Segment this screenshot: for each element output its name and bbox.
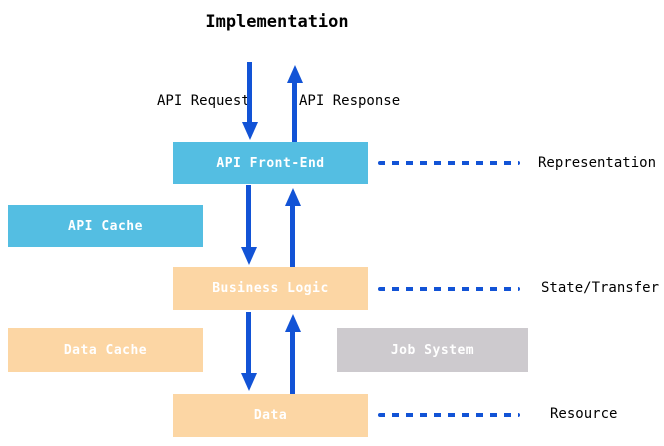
box-label: Business Logic [212, 281, 329, 296]
box-label: API Cache [68, 218, 143, 234]
api-response-label: API Response [299, 93, 401, 109]
logic-to-frontend-arrow-up-icon [285, 188, 301, 267]
box-data: Data [173, 394, 368, 437]
arrow-head [241, 373, 257, 391]
api-request-arrow-down-icon [242, 62, 258, 140]
arrow-shaft [290, 331, 295, 394]
arrow-shaft [290, 205, 295, 267]
box-job-system: Job System [337, 328, 528, 372]
data-to-logic-arrow-up-icon [285, 314, 301, 394]
arrow-head [241, 247, 257, 265]
frontend-to-logic-arrow-down-icon [241, 185, 257, 265]
arrow-head [242, 122, 258, 140]
box-label: Job System [390, 342, 475, 358]
arrow-head [287, 65, 303, 83]
box-api-cache: API Cache [8, 205, 203, 247]
arrow-shaft [247, 62, 252, 123]
box-label: Data [253, 408, 288, 423]
arrow-shaft [292, 82, 297, 142]
dashed-connector-resource [378, 413, 520, 417]
box-label: API Front-End [216, 155, 325, 171]
box-data-cache: Data Cache [8, 328, 203, 372]
dashed-connector-state-transfer [378, 287, 520, 291]
box-business-logic: Business Logic [173, 267, 368, 310]
layer-label-representation: Representation [538, 155, 657, 171]
diagram-title: Implementation [205, 12, 349, 32]
layer-label-resource: Resource [550, 406, 618, 422]
box-api-front-end: API Front-End [173, 142, 368, 184]
logic-to-data-arrow-down-icon [241, 312, 257, 391]
dashed-connector-representation [378, 161, 520, 165]
arrow-shaft [246, 312, 251, 374]
box-label: Data Cache [63, 342, 148, 358]
api-response-arrow-up-icon [287, 65, 303, 142]
api-request-label: API Request [157, 93, 250, 109]
arrow-head [285, 314, 301, 332]
arrow-head [285, 188, 301, 206]
arrow-shaft [246, 185, 251, 248]
layer-label-state-transfer: State/Transfer [541, 280, 660, 296]
